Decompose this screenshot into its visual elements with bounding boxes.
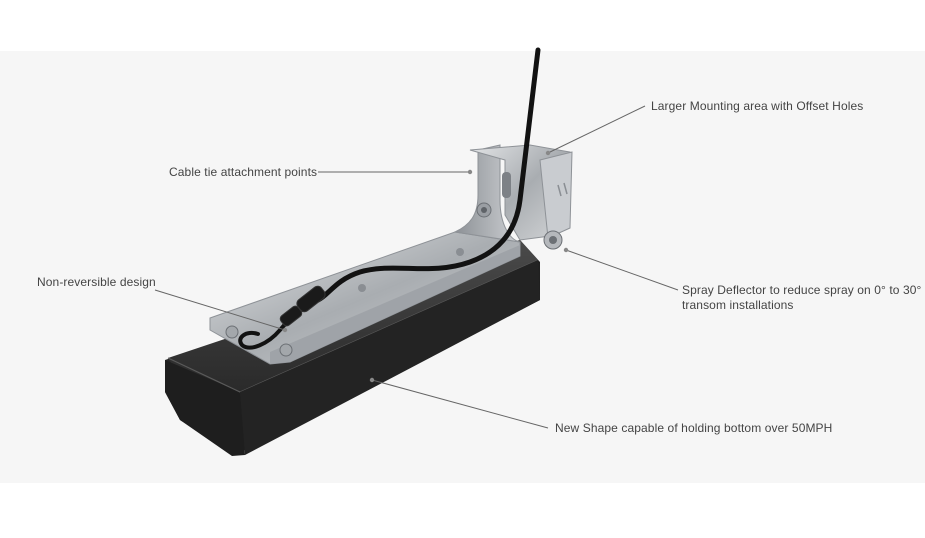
callout-non-reversible: Non-reversible design: [37, 275, 156, 289]
leader-spray: [565, 249, 679, 291]
callout-spray-line1: Spray Deflector to reduce spray on 0° to…: [682, 283, 922, 297]
callout-new-shape: New Shape capable of holding bottom over…: [555, 421, 833, 435]
callout-cable-tie-points: Cable tie attachment points: [169, 165, 318, 179]
leader-non-reversible: [154, 289, 286, 331]
leader-new-shape: [371, 379, 549, 429]
callout-spray-deflector: Spray Deflector to reduce spray on 0° to…: [682, 283, 921, 313]
callout-mounting-area: Larger Mounting area with Offset Holes: [651, 99, 864, 113]
leader-lines: [154, 105, 679, 429]
callout-spray-line2: transom installations: [682, 298, 794, 312]
cable: [238, 47, 541, 350]
leader-mounting: [547, 105, 646, 154]
leader-end-dots: [282, 150, 569, 383]
